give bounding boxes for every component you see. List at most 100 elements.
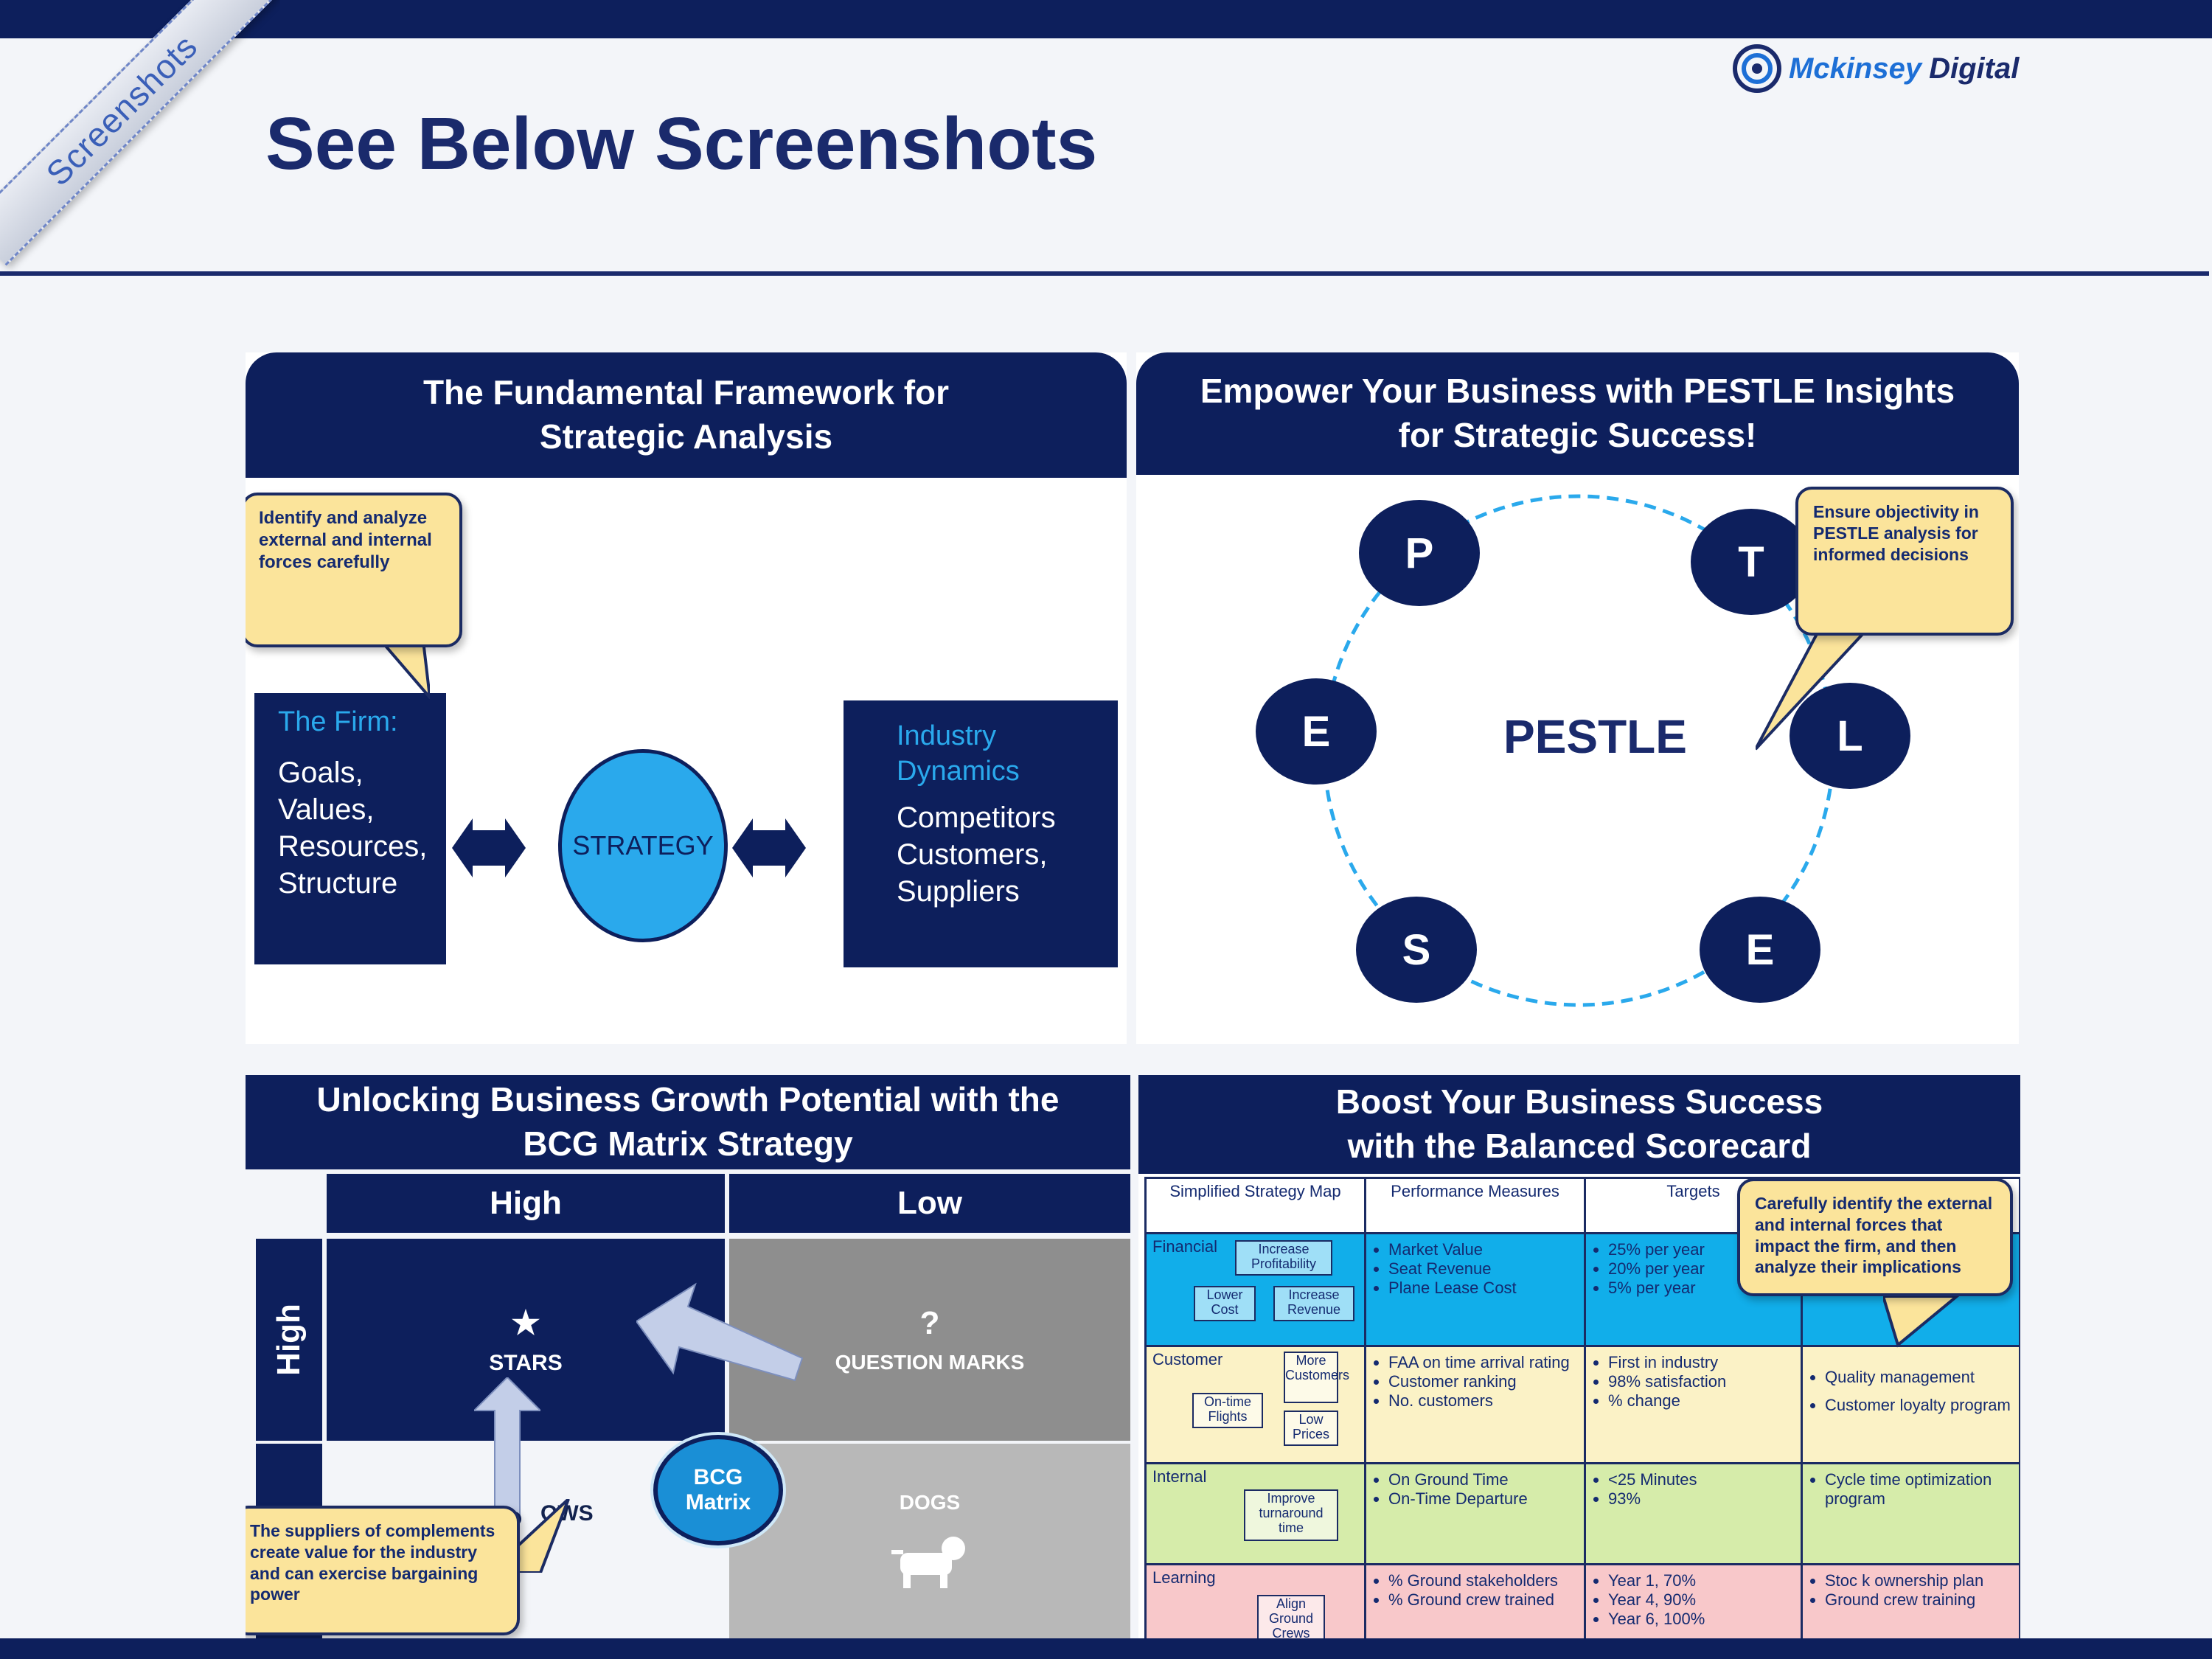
scorecard-row-customer: Customer More Customers On-time Flights … — [1144, 1345, 2020, 1464]
measure-item: Market Value — [1388, 1240, 1578, 1259]
bcg-question-cell: ? QUESTION MARKS — [729, 1239, 1130, 1441]
firm-item: Values, — [278, 793, 375, 826]
targets-cell: <25 Minutes 93% — [1584, 1462, 1803, 1565]
logo: Mckinsey Digital — [1733, 43, 2019, 94]
bcg-center-badge: BCG Matrix — [653, 1435, 783, 1545]
arrow-up-icon — [474, 1377, 540, 1517]
map-node: Improve turnaround time — [1244, 1489, 1338, 1541]
bcg-col-low: Low — [729, 1174, 1130, 1233]
pestle-letter-e: E — [1256, 678, 1377, 785]
measure-item: No. customers — [1388, 1391, 1578, 1411]
page-title: See Below Screenshots — [265, 102, 1098, 185]
row-label: Internal — [1152, 1467, 1207, 1486]
map-node: Increase Profitability — [1235, 1240, 1332, 1276]
map-node: Lower Cost — [1194, 1286, 1256, 1321]
target-item: 25% per year — [1608, 1240, 1795, 1259]
pestle-letter-t: T — [1691, 509, 1812, 615]
framework-panel-title: The Fundamental Framework for Strategic … — [246, 352, 1127, 478]
pestle-title-line1: Empower Your Business with PESTLE Insigh… — [1200, 372, 1955, 411]
double-arrow-right-icon — [732, 818, 806, 877]
targets-cell: Year 1, 70% Year 4, 90% Year 6, 100% — [1584, 1563, 1803, 1638]
target-item: 98% satisfaction — [1608, 1372, 1795, 1391]
pestle-center-label: PESTLE — [1503, 710, 1687, 763]
framework-title-line2: Strategic Analysis — [539, 417, 833, 456]
map-cell: Customer More Customers On-time Flights … — [1144, 1345, 1366, 1464]
firm-title: The Firm: — [278, 706, 398, 737]
scorecard-header-cell: Simplified Strategy Map — [1144, 1177, 1366, 1234]
bcg-center-line2: Matrix — [685, 1490, 751, 1514]
pestle-letter-e2: E — [1700, 897, 1820, 1003]
scorecard-panel: Boost Your Business Success with the Bal… — [1138, 1075, 2020, 1638]
map-node: Increase Revenue — [1273, 1286, 1354, 1321]
pestle-letter-l: L — [1790, 683, 1910, 789]
bcg-col-high: High — [327, 1174, 725, 1233]
firm-item: Structure — [278, 867, 398, 900]
scorecard-callout: Carefully identify the external and inte… — [1737, 1178, 2013, 1296]
target-item: Year 6, 100% — [1608, 1610, 1795, 1629]
ribbon-label: Screenshots — [0, 0, 278, 266]
measure-item: FAA on time arrival rating — [1388, 1353, 1578, 1372]
dog-icon — [891, 1537, 965, 1588]
scorecard-row-learning: Learning Align Ground Crews % Ground sta… — [1144, 1563, 2020, 1638]
scorecard-header-cell: Performance Measures — [1364, 1177, 1586, 1234]
bcg-panel-title: Unlocking Business Growth Potential with… — [246, 1075, 1130, 1169]
firm-box: The Firm: Goals, Values, Resources, Stru… — [254, 693, 446, 964]
pestle-panel-title: Empower Your Business with PESTLE Insigh… — [1136, 352, 2019, 475]
target-item: 5% per year — [1608, 1279, 1795, 1298]
initiative-item: Customer loyalty program — [1825, 1396, 2013, 1415]
bcg-question-label: QUESTION MARKS — [835, 1351, 1025, 1374]
bcg-center-line1: BCG — [693, 1465, 743, 1489]
initiatives-cell: Quality management Customer loyalty prog… — [1801, 1345, 2020, 1464]
framework-callout: Identify and analyze external and intern… — [246, 493, 462, 647]
bcg-title-line1: Unlocking Business Growth Potential with… — [316, 1080, 1060, 1119]
row-label: Financial — [1152, 1237, 1218, 1256]
firm-item: Goals, — [278, 757, 364, 789]
target-item: Year 4, 90% — [1608, 1590, 1795, 1610]
pestle-panel: Empower Your Business with PESTLE Insigh… — [1136, 352, 2019, 1044]
measure-item: % Ground crew trained — [1388, 1590, 1578, 1610]
industry-title-line2: Dynamics — [897, 756, 1020, 787]
map-node: Low Prices — [1284, 1411, 1338, 1446]
callout-tail — [1756, 611, 1887, 751]
pestle-letter-p: P — [1359, 500, 1480, 606]
measures-cell: Market Value Seat Revenue Plane Lease Co… — [1364, 1232, 1586, 1347]
framework-title-line1: The Fundamental Framework for — [422, 373, 950, 412]
bcg-callout: The suppliers of complements create valu… — [246, 1506, 520, 1635]
pestle-letter-s: S — [1356, 897, 1477, 1003]
measure-item: % Ground stakeholders — [1388, 1571, 1578, 1590]
strategy-label: STRATEGY — [572, 830, 714, 860]
map-cell: Financial Increase Profitability Lower C… — [1144, 1232, 1366, 1347]
target-item: 93% — [1608, 1489, 1795, 1509]
target-item: <25 Minutes — [1608, 1470, 1795, 1489]
bcg-row-high: High — [256, 1239, 322, 1441]
bcg-title-line2: BCG Matrix Strategy — [523, 1124, 853, 1163]
map-node: More Customers — [1284, 1352, 1349, 1403]
callout-tail — [1883, 1296, 1960, 1348]
firm-item: Resources, — [278, 830, 428, 863]
measure-item: On Ground Time — [1388, 1470, 1578, 1489]
initiative-item: Ground crew training — [1825, 1590, 2013, 1610]
scorecard-row-internal: Internal Improve turnaround time On Grou… — [1144, 1462, 2020, 1565]
top-bar — [0, 0, 2212, 38]
bcg-dogs-label: DOGS — [899, 1491, 961, 1514]
initiative-item: Stoc k ownership plan — [1825, 1571, 2013, 1590]
industry-item: Competitors — [897, 801, 1056, 834]
framework-panel: The Fundamental Framework for Strategic … — [246, 352, 1127, 1044]
industry-item: Suppliers — [897, 875, 1020, 908]
bcg-row-high-label: High — [271, 1304, 307, 1376]
measures-cell: % Ground stakeholders % Ground crew trai… — [1364, 1563, 1586, 1638]
measure-item: On-Time Departure — [1388, 1489, 1578, 1509]
pestle-title-line2: for Strategic Success! — [1398, 416, 1757, 454]
strategy-circle: STRATEGY — [558, 749, 728, 942]
measure-item: Customer ranking — [1388, 1372, 1578, 1391]
measures-cell: FAA on time arrival rating Customer rank… — [1364, 1345, 1586, 1464]
scorecard-panel-title: Boost Your Business Success with the Bal… — [1138, 1075, 2020, 1174]
measure-item: Plane Lease Cost — [1388, 1279, 1578, 1298]
scorecard-title-line1: Boost Your Business Success — [1335, 1082, 1823, 1121]
initiative-item: Quality management — [1825, 1368, 2013, 1387]
question-icon: ? — [919, 1305, 940, 1341]
bottom-bar — [0, 1638, 2212, 1659]
ribbon-corner: Screenshots — [0, 0, 280, 280]
pestle-callout: Ensure objectivity in PESTLE analysis fo… — [1795, 487, 2014, 636]
bcg-panel: Unlocking Business Growth Potential with… — [246, 1075, 1130, 1638]
